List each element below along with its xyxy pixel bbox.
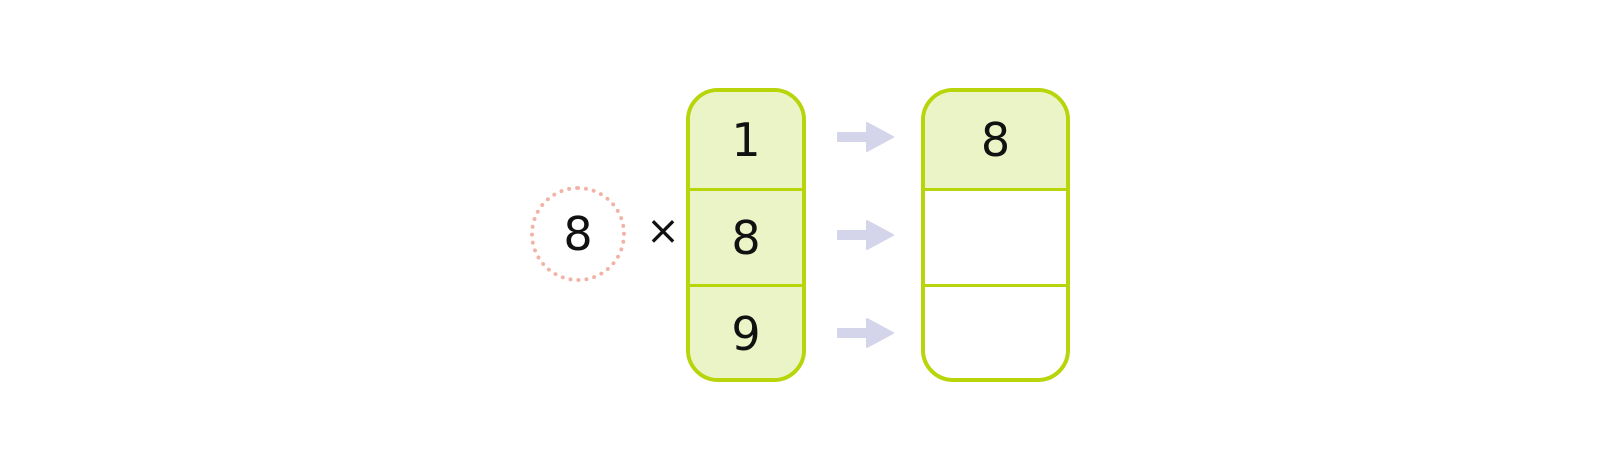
- digit-column-result: 8: [921, 88, 1070, 382]
- input-digit-cell: 8: [690, 188, 802, 284]
- times-sign: ×: [646, 208, 680, 254]
- result-digit-cell: 8: [925, 92, 1066, 188]
- result-empty-cell: [925, 188, 1066, 284]
- right-arrow-icon: [837, 318, 894, 348]
- right-arrow-icon: [837, 122, 894, 152]
- input-digit-cell: 9: [690, 284, 802, 378]
- right-arrow-icon: [837, 220, 894, 250]
- result-empty-cell: [925, 284, 1066, 378]
- multiplier-value: 8: [563, 207, 593, 261]
- input-digit-cell: 1: [690, 92, 802, 188]
- digit-column-input: 1 8 9: [686, 88, 806, 382]
- multiplier-circle: 8: [530, 186, 626, 282]
